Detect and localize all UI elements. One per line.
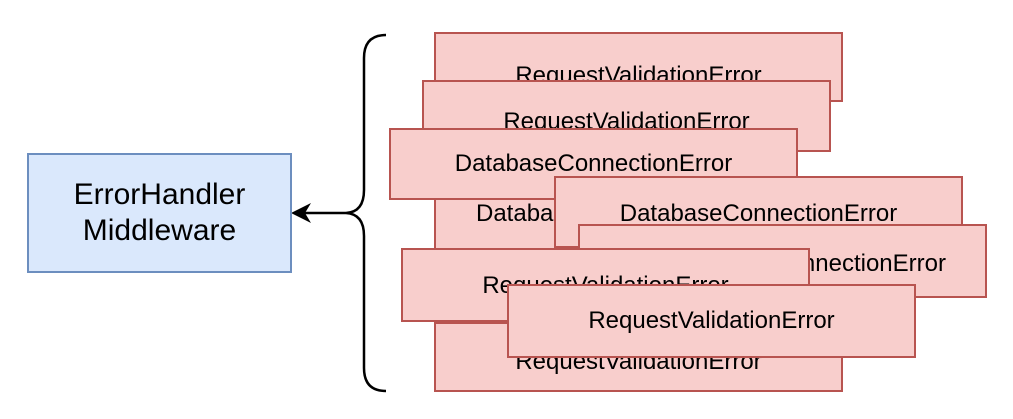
handler-label-line1: ErrorHandler — [73, 178, 246, 211]
error-label: RequestValidationError — [588, 307, 835, 335]
arrow-head-icon — [291, 203, 311, 223]
error-label: DatabaseConnectionError — [454, 150, 733, 177]
error-handler-middleware-box: ErrorHandler Middleware — [27, 153, 292, 273]
error-box: DatabaseConnectionError — [389, 128, 798, 200]
error-label: DatabaseConnectionError — [619, 200, 898, 227]
error-box: DatabaseConnectionError — [554, 176, 963, 248]
error-box: RequestValidationError — [507, 284, 916, 358]
handler-label-line2: Middleware — [82, 214, 237, 247]
brace-shape — [345, 33, 387, 393]
handler-label: ErrorHandler Middleware — [74, 177, 246, 249]
